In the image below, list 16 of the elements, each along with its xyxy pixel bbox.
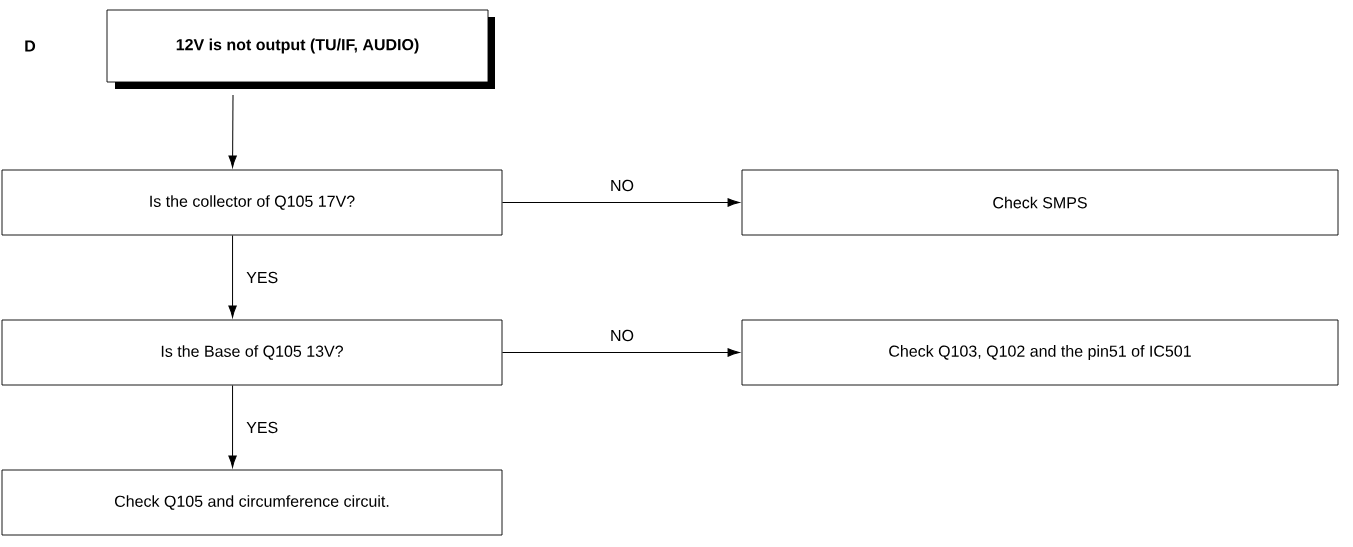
edge-label: YES [245, 420, 280, 435]
process-box: Check Q105 and circumference circuit. [1, 469, 503, 536]
section-letter: D [25, 40, 36, 52]
process-box: Is the Base of Q105 13V? [1, 319, 503, 386]
edge-label: YES [245, 270, 280, 285]
arrow [501, 198, 740, 207]
edge-label: NO [609, 328, 635, 343]
arrow [228, 94, 237, 168]
arrow [501, 348, 740, 357]
title-box: 12V is not output (TU/IF, AUDIO) [106, 9, 495, 89]
process-box: Is the collector of Q105 17V? [1, 169, 503, 236]
process-box: Check Q103, Q102 and the pin51 of IC501 [741, 319, 1339, 386]
process-box: Check SMPS [741, 169, 1339, 236]
arrow [228, 234, 237, 318]
arrow [228, 384, 237, 468]
edge-label: NO [609, 178, 635, 193]
